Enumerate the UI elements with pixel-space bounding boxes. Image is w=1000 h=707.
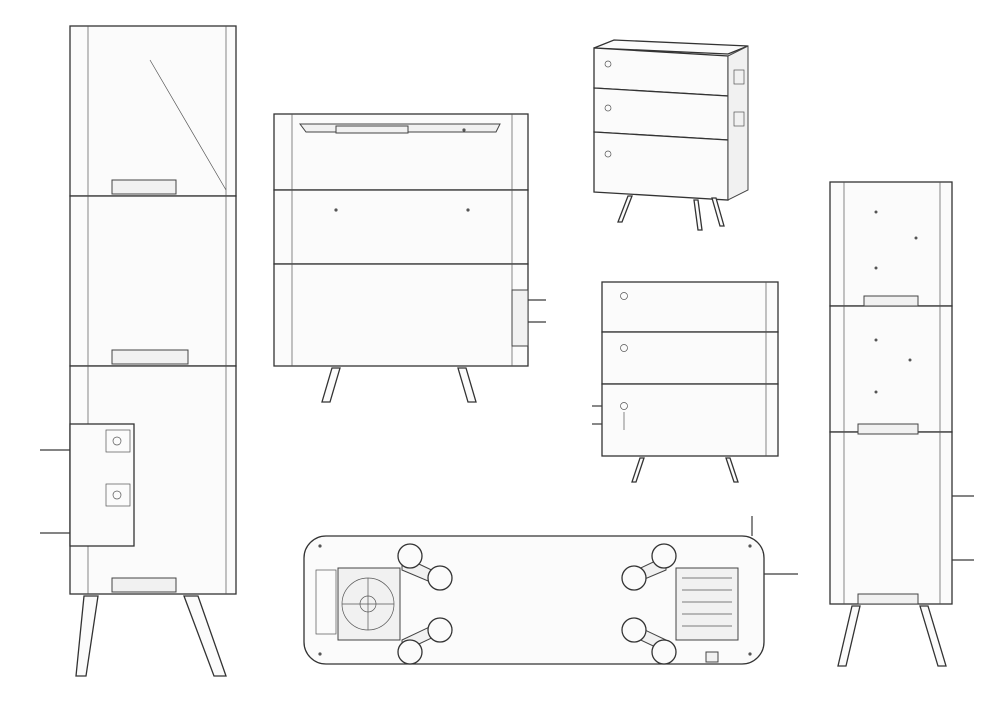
terminal-box bbox=[69, 423, 135, 547]
connector-bracket bbox=[111, 349, 189, 365]
tall-stack-rear-view bbox=[829, 181, 974, 667]
small-front-view bbox=[592, 281, 779, 483]
perspective-view bbox=[593, 39, 749, 231]
handle bbox=[111, 577, 177, 593]
underside-view bbox=[303, 516, 798, 665]
handle bbox=[863, 295, 919, 307]
center-front-view bbox=[273, 113, 546, 403]
handle bbox=[111, 179, 177, 195]
tall-stack-side-view bbox=[40, 25, 237, 677]
handle bbox=[335, 125, 409, 134]
terminal bbox=[511, 289, 529, 347]
vent-grille bbox=[675, 567, 739, 641]
